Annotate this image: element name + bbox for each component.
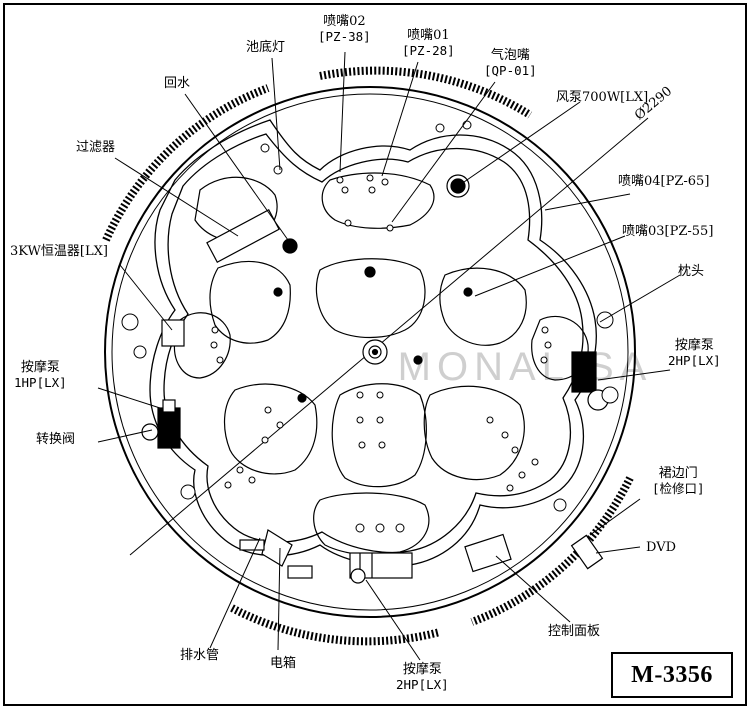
label-nozzle02: 喷嘴02 [PZ-38] (318, 14, 371, 44)
model-number-box: M-3356 (611, 652, 733, 698)
seats (173, 172, 589, 556)
label-air-nozzle: 气泡嘴 [QP-01] (484, 48, 537, 78)
label-air-nozzle-code: [QP-01] (484, 63, 537, 78)
label-air-nozzle-name: 气泡嘴 (490, 48, 530, 63)
label-nozzle04: 喷嘴04[PZ-65] (618, 174, 710, 189)
label-nozzle01-code: [PZ-28] (402, 43, 455, 58)
label-diverter-valve: 转换阀 (36, 432, 76, 447)
label-filter: 过滤器 (76, 140, 116, 155)
label-nozzle02-code: [PZ-38] (318, 29, 371, 44)
label-drain-pipe: 排水管 (180, 648, 220, 663)
label-pool-light: 池底灯 (246, 40, 286, 55)
label-nozzle03: 喷嘴03[PZ-55] (622, 224, 714, 239)
label-nozzle01-name: 喷嘴01 (407, 28, 450, 43)
label-massage-pump-bottom: 按摩泵 2HP[LX] (396, 662, 449, 692)
label-electric-box: 电箱 (270, 656, 297, 671)
skirt-arcs (102, 66, 634, 646)
label-massage-pump-right-spec: 2HP[LX] (668, 353, 721, 368)
label-massage-pump-left: 按摩泵 1HP[LX] (14, 360, 67, 390)
components (141, 174, 609, 584)
label-massage-pump-bottom-spec: 2HP[LX] (396, 677, 449, 692)
label-skirt-door: 裙边门 [检修口] (652, 466, 705, 496)
label-pillow: 枕头 (678, 264, 705, 279)
label-heater: 3KW恒温器[LX] (10, 244, 108, 259)
label-return-water: 回水 (164, 76, 191, 91)
label-nozzle01: 喷嘴01 [PZ-28] (402, 28, 455, 58)
drawing-frame (3, 3, 747, 706)
model-number: M-3356 (631, 661, 713, 688)
label-massage-pump-left-spec: 1HP[LX] (14, 375, 67, 390)
leader-lines (97, 51, 681, 661)
label-massage-pump-right: 按摩泵 2HP[LX] (668, 338, 721, 368)
label-control-panel: 控制面板 (548, 624, 601, 639)
label-massage-pump-bottom-name: 按摩泵 (402, 662, 442, 677)
label-nozzle02-name: 喷嘴02 (323, 14, 366, 29)
diameter-line (129, 117, 649, 556)
jets (121, 120, 619, 533)
tub-outline (104, 86, 636, 618)
label-air-pump: 风泵700W[LX] (556, 90, 649, 105)
label-skirt-door-note: [检修口] (652, 481, 705, 496)
label-skirt-door-name: 裙边门 (658, 466, 698, 481)
label-dvd: DVD (646, 540, 677, 555)
label-massage-pump-right-name: 按摩泵 (674, 338, 714, 353)
watermark: MONALISA (398, 345, 653, 389)
label-massage-pump-left-name: 按摩泵 (20, 360, 60, 375)
